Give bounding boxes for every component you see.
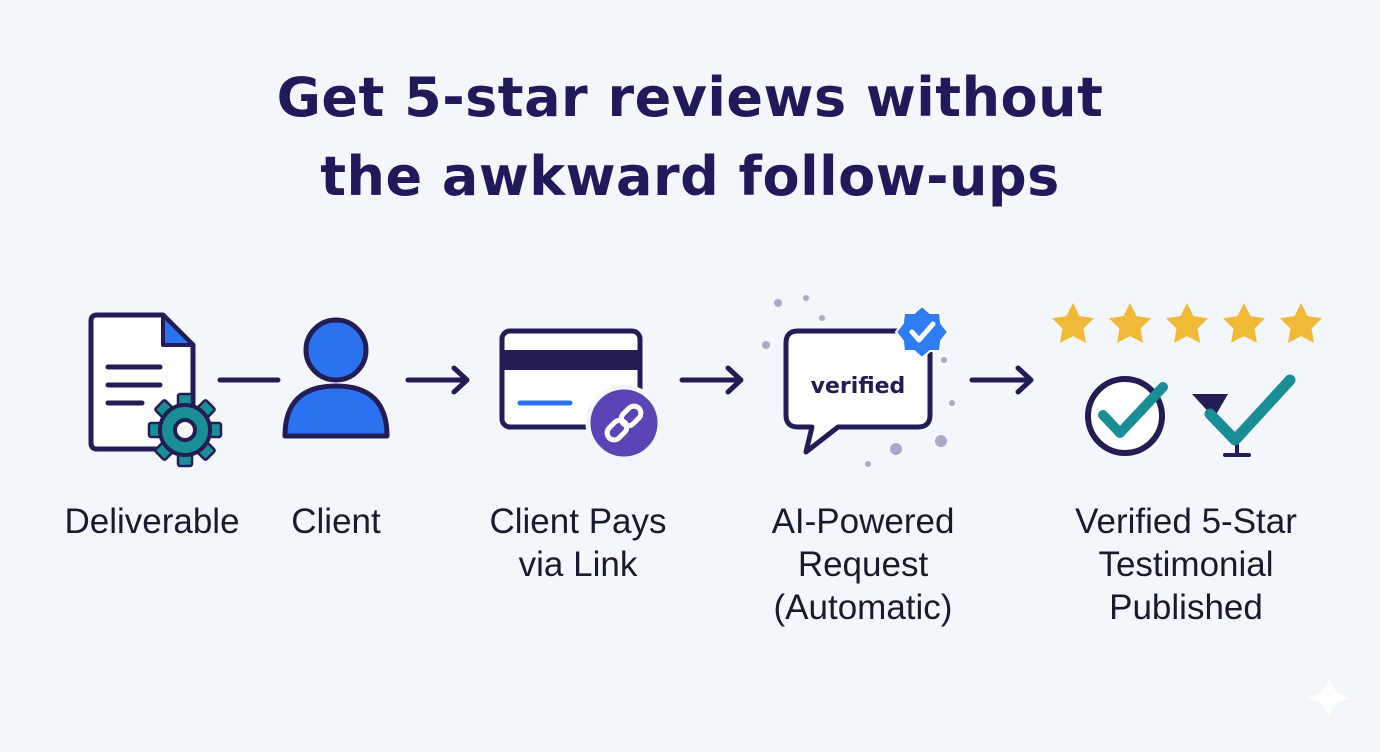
step-label-testimonial: Verified 5-Star Testimonial Published xyxy=(1075,502,1297,627)
sparkle-dots xyxy=(762,295,955,467)
headline-line-1: Get 5-star reviews without xyxy=(276,66,1104,129)
link-icon xyxy=(604,403,644,443)
document-gear-icon xyxy=(88,312,223,468)
step-label-deliverable: Deliverable xyxy=(64,502,240,541)
card-link-icon xyxy=(499,328,663,462)
arrow-icon xyxy=(405,365,470,395)
checkmark-icon xyxy=(1192,374,1296,457)
person-icon xyxy=(282,317,390,439)
headline-line-2: the awkward follow-ups xyxy=(320,145,1060,208)
step-label-client: Client xyxy=(291,502,381,541)
stars-check-icon xyxy=(1052,303,1322,457)
star-icon xyxy=(1166,303,1208,343)
verified-text: verified xyxy=(811,374,906,399)
star-icon xyxy=(1052,303,1094,343)
verified-chat-icon: verified xyxy=(762,295,955,467)
star-rating xyxy=(1052,303,1322,343)
check-circle-icon xyxy=(1085,376,1168,456)
arrow-icon xyxy=(679,365,744,395)
arrow-icon xyxy=(969,365,1034,395)
star-icon xyxy=(1280,303,1322,343)
star-icon xyxy=(1109,303,1151,343)
step-label-client-pays: Client Pays via Link xyxy=(489,502,667,584)
verified-badge-icon xyxy=(894,304,950,360)
sparkle-icon xyxy=(1307,676,1351,720)
gear-icon xyxy=(147,392,223,468)
step-label-ai-request: AI-Powered Request (Automatic) xyxy=(771,502,955,627)
star-icon xyxy=(1223,303,1265,343)
headline: Get 5-star reviews without the awkward f… xyxy=(0,58,1380,216)
